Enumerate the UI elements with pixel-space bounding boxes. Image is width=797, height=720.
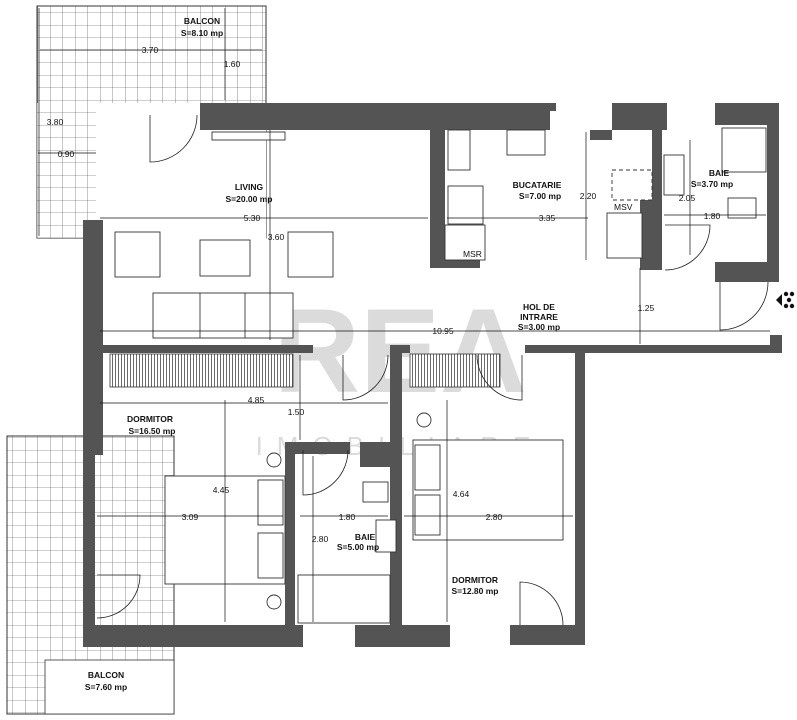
hol-area: S=3.00 mp — [518, 322, 560, 332]
dim-balcon-top-offset: 0.90 — [58, 149, 75, 159]
baie-mid-area: S=5.00 mp — [337, 542, 379, 552]
hol-name-line2: INTRARE — [520, 312, 558, 322]
entrance-arrow-icon — [776, 291, 795, 309]
dormitor-right-area: S=12.80 mp — [451, 586, 498, 596]
msv-tag: MSV — [614, 202, 633, 212]
balcon-top-name: BALCON — [184, 16, 220, 26]
dim-dormitor-right-width: 2.80 — [486, 512, 503, 522]
dim-balcon-top-height: 3.80 — [47, 117, 64, 127]
baie-top-area: S=3.70 mp — [691, 179, 733, 189]
furniture — [109, 127, 767, 624]
dim-bath-top-height: 2.05 — [679, 193, 696, 203]
dim-total-width: 10.95 — [432, 326, 454, 336]
dim-dormitor-left-inner: 3.09 — [182, 512, 199, 522]
room-labels: BALCON S=8.10 mp LIVING S=20.00 mp BUCAT… — [85, 16, 733, 692]
dim-hol-height: 1.25 — [638, 303, 655, 313]
dim-dormitor-left-width: 4.85 — [248, 395, 265, 405]
balcon-bottom-area: S=7.60 mp — [85, 682, 127, 692]
living-name: LIVING — [235, 182, 264, 192]
baie-top-name: BAIE — [709, 168, 730, 178]
dim-balcon-top-depth: 1.60 — [224, 59, 241, 69]
bucatarie-area: S=7.00 mp — [519, 191, 561, 201]
dimension-lines — [38, 8, 770, 622]
dormitor-right-name: DORMITOR — [452, 575, 498, 585]
dim-bath-mid-height: 2.80 — [312, 534, 329, 544]
dim-corridor: 1.50 — [288, 407, 305, 417]
dim-dormitor-left-height: 4.45 — [213, 485, 230, 495]
dim-dormitor-right-height: 4.64 — [453, 489, 470, 499]
dim-kitchen-height: 2.20 — [580, 191, 597, 201]
bucatarie-name: BUCATARIE — [513, 180, 562, 190]
dimension-labels: 3.70 1.60 3.80 0.90 5.30 3.60 3.35 2.20 … — [47, 45, 721, 544]
baie-mid-name: BAIE — [355, 532, 376, 542]
msr-tag: MSR — [463, 249, 482, 259]
living-area: S=20.00 mp — [225, 194, 272, 204]
dormitor-left-area: S=16.50 mp — [128, 426, 175, 436]
dim-balcon-top-width: 3.70 — [142, 45, 159, 55]
dim-living-height: 3.60 — [268, 232, 285, 242]
hol-name-line1: HOL DE — [523, 302, 555, 312]
balcon-bottom-name: BALCON — [88, 670, 124, 680]
dim-bath-top-width: 1.80 — [704, 211, 721, 221]
dim-kitchen-width: 3.35 — [539, 213, 556, 223]
dormitor-left-name: DORMITOR — [127, 414, 173, 424]
dim-bath-mid-width: 1.80 — [339, 512, 356, 522]
dim-living-width: 5.30 — [244, 213, 261, 223]
balcon-top-area-label: S=8.10 mp — [181, 28, 223, 38]
doors — [96, 114, 769, 626]
